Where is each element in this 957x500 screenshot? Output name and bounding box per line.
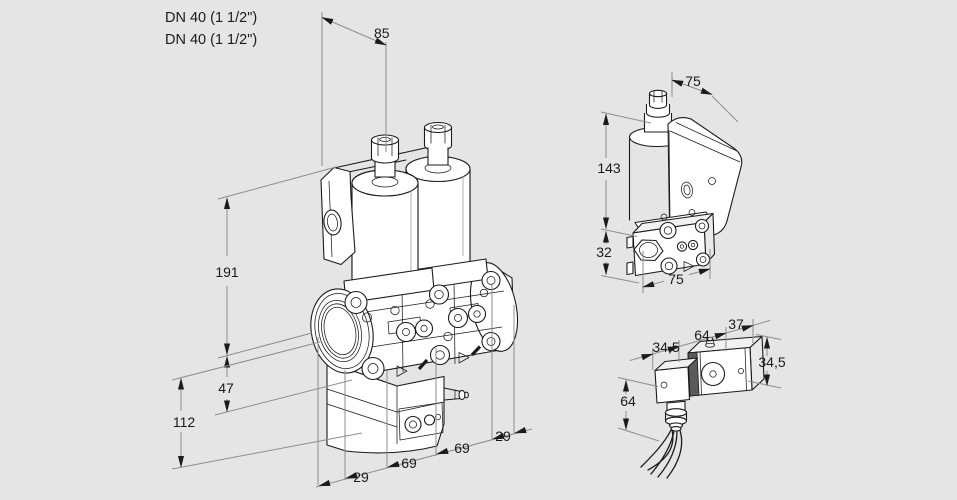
switch-view-dimensions (617, 319, 782, 442)
product-label-line1: DN 40 (1 1/2") (165, 10, 257, 26)
seal-mark (417, 358, 429, 371)
dim-label-64-top: 64 (694, 327, 710, 343)
body-bolt (481, 270, 501, 291)
dim-label-69-2: 69 (454, 440, 470, 456)
mounting-bracket (320, 166, 356, 266)
dim-label-37: 37 (728, 316, 744, 332)
flange-bolt (344, 290, 368, 315)
main-isometric-view (171, 12, 533, 488)
side-body (626, 209, 716, 277)
dim-label-69-1: 69 (401, 455, 417, 471)
side-view (600, 72, 743, 293)
hex-cap-1 (370, 134, 400, 178)
top-nipple (705, 336, 715, 348)
flange-bolt (361, 356, 385, 381)
test-point (447, 307, 469, 329)
dim-label-191: 191 (215, 264, 239, 280)
side-bolt (659, 221, 677, 240)
solenoid-coil-1 (351, 134, 419, 292)
side-test-point (676, 241, 688, 252)
seal-mark (470, 345, 482, 357)
housing-port-large (404, 415, 422, 434)
test-point (414, 319, 434, 338)
coil-face-circle (700, 361, 726, 387)
connection-wires (640, 429, 683, 479)
thread-ring (318, 299, 362, 363)
dim-label-85: 85 (374, 25, 390, 41)
housing-port-mid (423, 414, 436, 426)
body-details (344, 270, 501, 381)
side-test-point (687, 239, 699, 251)
dim-label-75-top: 75 (685, 73, 701, 89)
side-bolt (694, 218, 710, 234)
dim-label-47: 47 (218, 380, 234, 396)
screw (425, 299, 435, 309)
dim-label-34-5-right: 34,5 (758, 354, 785, 370)
screw (390, 305, 400, 316)
dim-label-34-5-top: 34,5 (652, 339, 679, 355)
screw (443, 331, 453, 342)
screw (479, 288, 489, 298)
thread-ring (323, 306, 357, 356)
housing-panel (398, 402, 444, 441)
side-bolt (695, 252, 711, 267)
dim-label-143: 143 (597, 160, 621, 176)
test-point (395, 321, 417, 343)
dim-label-29-right: 29 (495, 428, 511, 444)
actuator-housing (326, 361, 469, 454)
side-hex-cap (643, 89, 673, 133)
switch-connector (654, 357, 699, 432)
product-label-line2: DN 40 (1 1/2") (165, 32, 257, 48)
flow-arrow (683, 261, 695, 272)
dim-label-32: 32 (596, 244, 612, 260)
test-point (467, 304, 487, 324)
text-labels: DN 40 (1 1/2") DN 40 (1 1/2") 85 191 47 … (165, 10, 786, 485)
body-bolt (428, 284, 450, 305)
side-view-dimensions (600, 72, 739, 293)
body-bolt (429, 344, 451, 366)
main-view-dimensions (171, 12, 533, 488)
dim-label-112: 112 (173, 414, 196, 430)
side-cover (667, 117, 743, 237)
body-bolt (481, 331, 501, 352)
side-bolt (660, 257, 678, 275)
housing-port-small (435, 414, 441, 420)
switch-coil-box (687, 335, 765, 397)
dim-label-64-left: 64 (620, 393, 636, 409)
pressure-switch-view (617, 319, 782, 479)
side-connector-stub (443, 387, 469, 401)
side-coil (628, 89, 686, 221)
dim-label-75-bottom: 75 (668, 271, 684, 287)
thread-ring (321, 303, 359, 359)
flow-arrow (396, 365, 408, 377)
hex-cap-2 (423, 121, 453, 166)
dim-label-29-left: 29 (353, 469, 369, 485)
screw (362, 312, 372, 323)
solenoid-coil-2 (405, 121, 471, 276)
flow-arrow (458, 352, 470, 364)
